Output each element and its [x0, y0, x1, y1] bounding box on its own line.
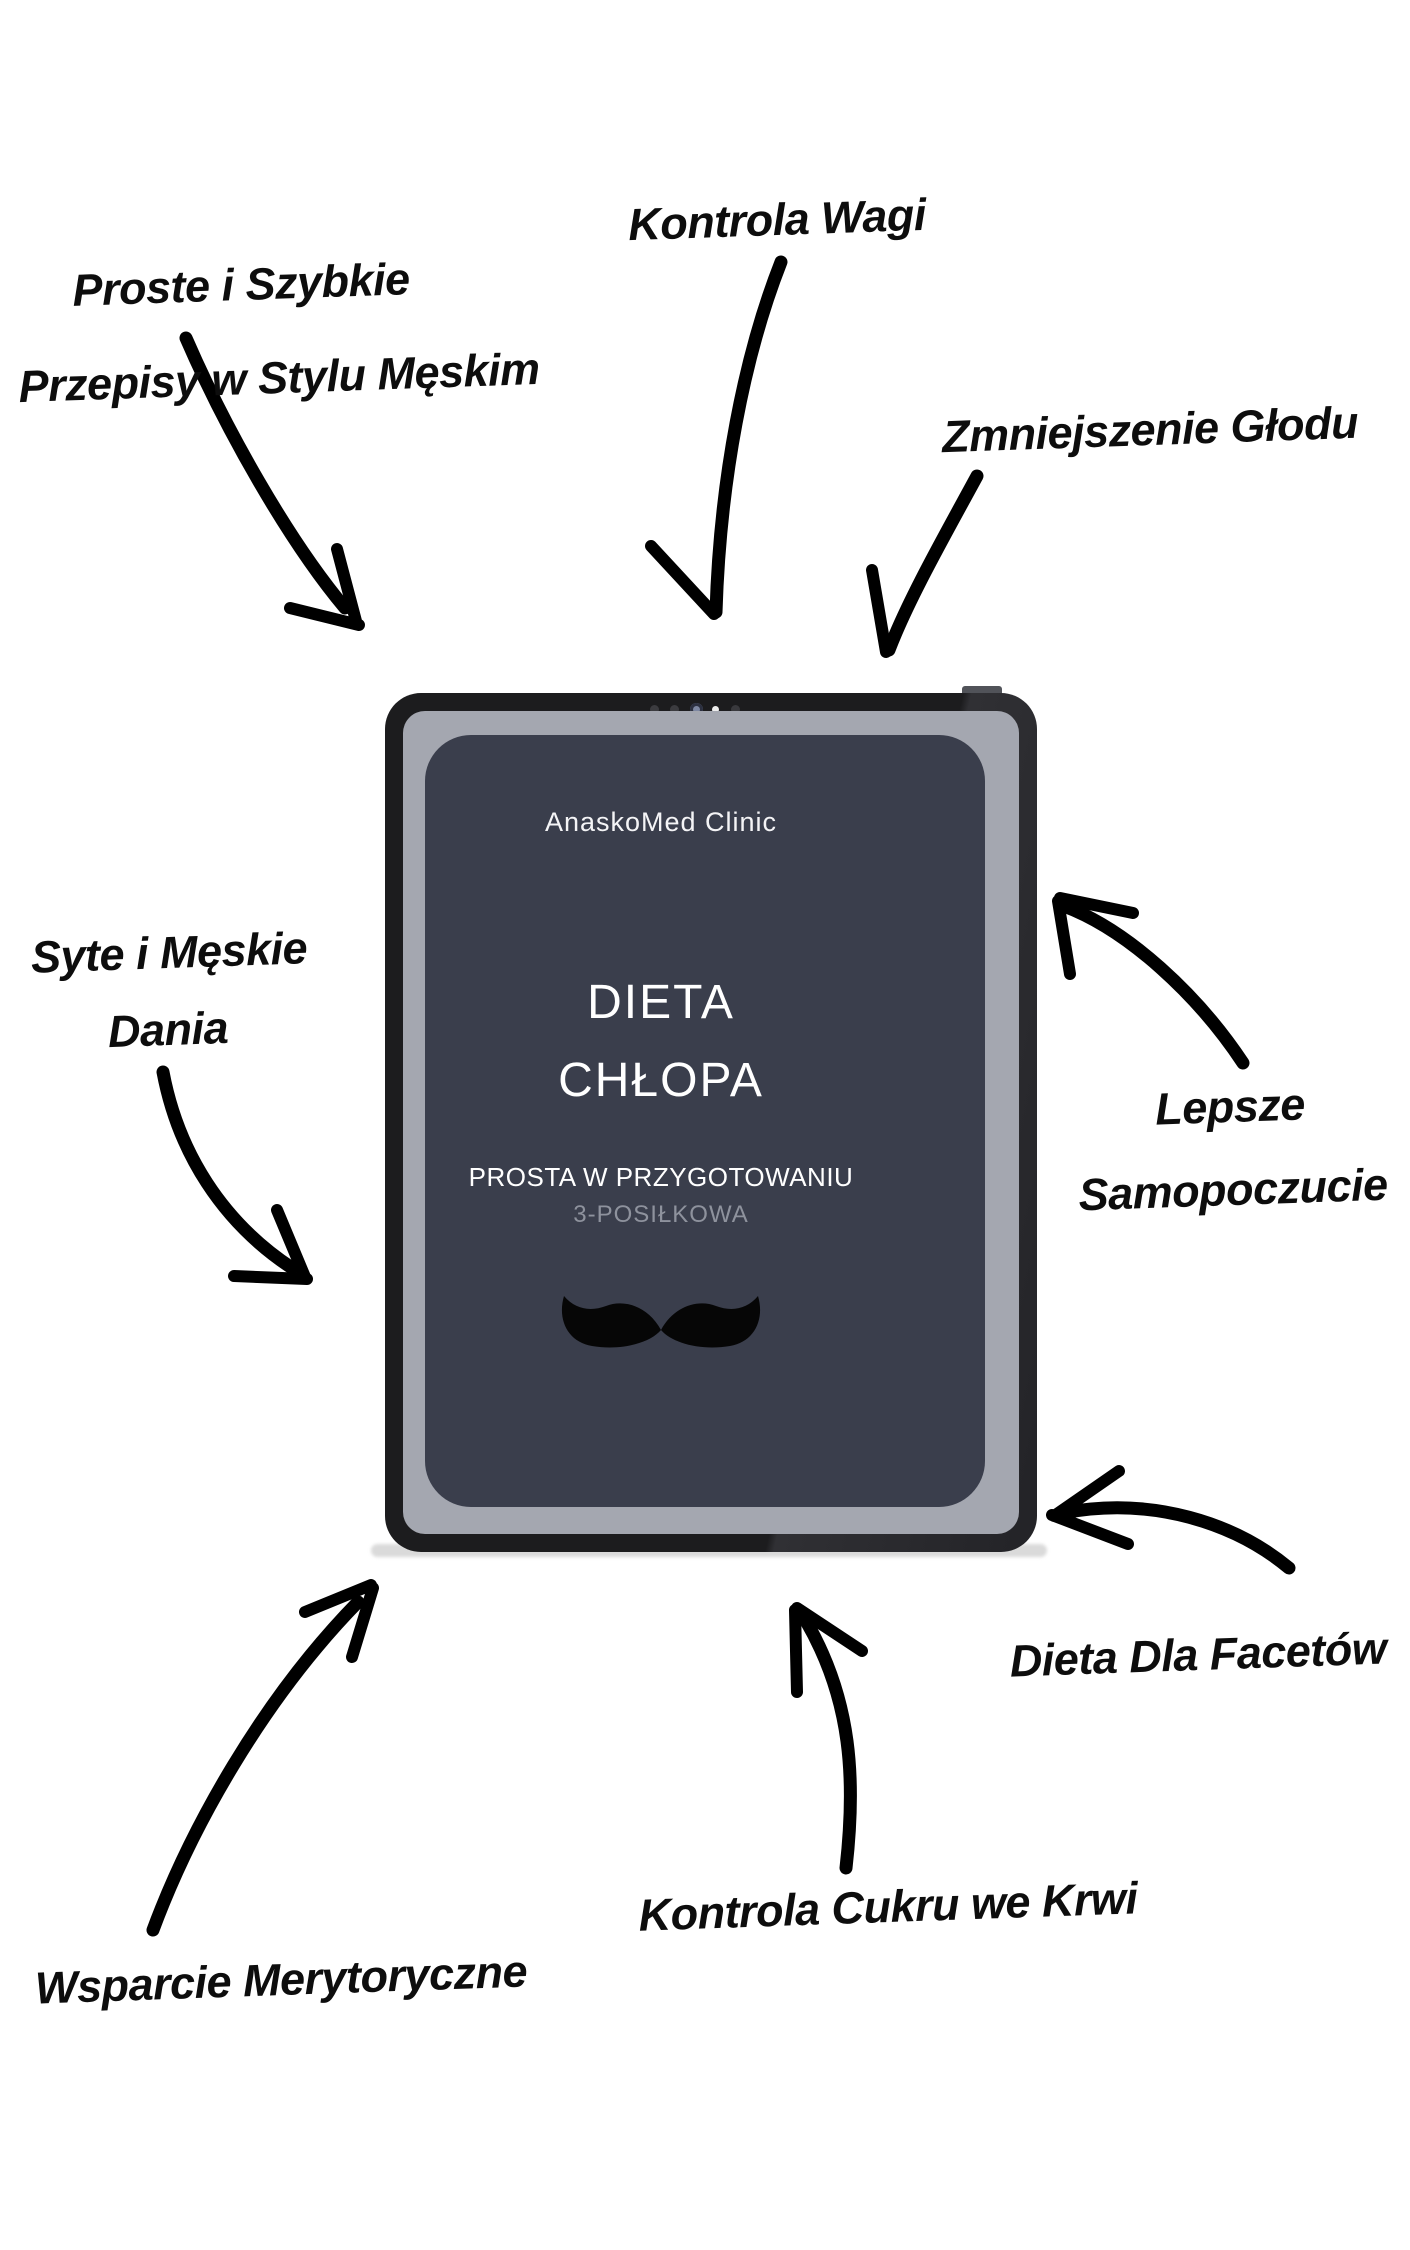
arrow-bottom-left-icon [146, 1579, 379, 1937]
cover-subtitle: PROSTA W PRZYGOTOWANIU [468, 1162, 854, 1192]
callout-mid-right-line-1: Lepsze [1154, 1078, 1306, 1135]
callout-mid-right-line-2: Samopoczucie [1077, 1158, 1389, 1221]
callout-top-left-line-1: Proste i Szybkie [71, 253, 411, 316]
cover-title-line-1: DIETA [587, 976, 735, 1029]
cover-title-line-2: CHŁOPA [558, 1054, 764, 1107]
clinic-name: AnaskoMed Clinic [544, 807, 778, 837]
callout-top-center: Kontrola Wagi [627, 188, 927, 251]
arrow-top-right-icon [866, 469, 984, 658]
callout-bottom-left: Wsparcie Merytoryczne [34, 1945, 528, 2014]
sensor-dot-icon [731, 705, 740, 714]
callout-top-right: Zmniejszenie Głodu [941, 396, 1359, 463]
tablet-bezel: AnaskoMed Clinic DIETA CHŁOPA PROSTA W P… [403, 711, 1019, 1534]
mustache-wrap [425, 1292, 897, 1373]
arrow-top-center-icon [645, 255, 788, 620]
cover-subtitle-meals: 3-POSIŁKOWA [573, 1201, 749, 1228]
arrow-mid-left-icon [156, 1065, 313, 1285]
callout-bottom-center: Kontrola Cukru we Krwi [637, 1872, 1139, 1941]
sensor-dot-icon [650, 705, 659, 714]
tablet-frame: AnaskoMed Clinic DIETA CHŁOPA PROSTA W P… [385, 693, 1037, 1552]
callout-mid-left-line-2: Dania [107, 1001, 229, 1058]
indicator-dot-icon [712, 706, 719, 713]
mustache-icon [561, 1296, 761, 1348]
sensor-dot-icon [670, 705, 679, 714]
callout-bottom-right: Dieta Dla Facetów [1008, 1622, 1388, 1687]
arrow-bottom-right-icon [1046, 1465, 1296, 1575]
callout-mid-left-line-1: Syte i Męskie [30, 922, 308, 983]
arrow-mid-right-icon [1052, 892, 1250, 1070]
arrow-bottom-center-icon [789, 1602, 868, 1875]
callout-top-left-line-2: Przepisy w Stylu Męskim [17, 342, 541, 413]
ebook-cover: AnaskoMed Clinic DIETA CHŁOPA PROSTA W P… [425, 735, 985, 1507]
